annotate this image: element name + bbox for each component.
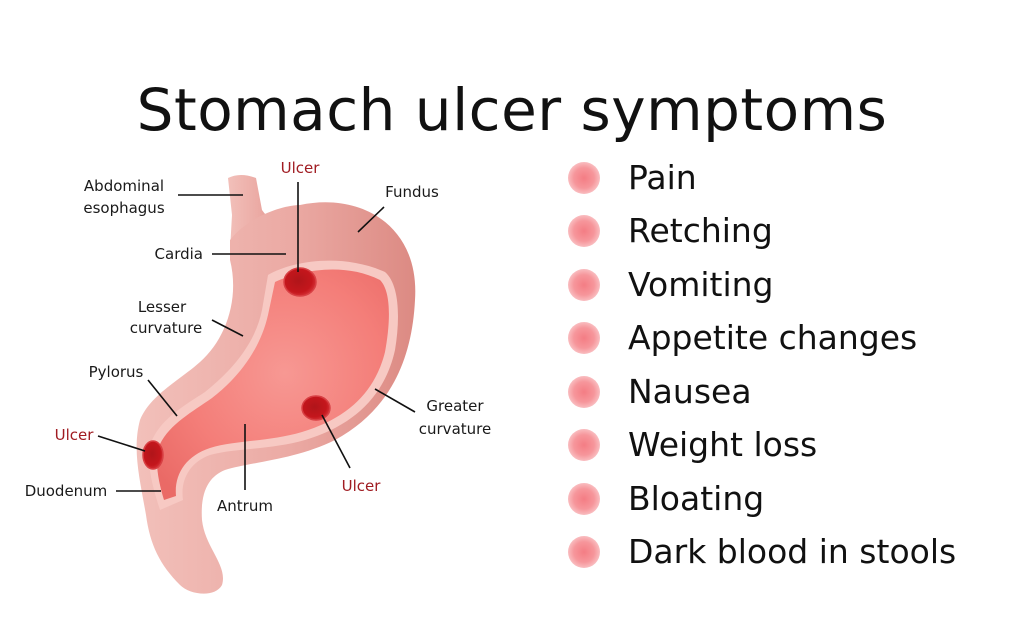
label-pylorus: Pylorus [89, 363, 144, 381]
label-lesser: Lesser [138, 298, 187, 316]
symptom-label: Nausea [628, 371, 752, 411]
leader-pylorus [147, 379, 178, 417]
bullet-dot-icon [568, 482, 600, 515]
list-item: Appetite changes [562, 312, 1022, 366]
list-item: Weight loss [562, 419, 1022, 473]
bullet-dot-icon [568, 322, 600, 355]
leader-lines [97, 182, 416, 492]
label-curvature-greater: curvature [419, 420, 491, 438]
label-cardia: Cardia [155, 245, 203, 263]
bullet-dot-icon [568, 536, 600, 569]
label-ulcer-top: Ulcer [281, 159, 321, 177]
list-item: Bloating [562, 472, 1022, 526]
ulcer-spot-cardia [283, 267, 317, 297]
list-item: Nausea [562, 365, 1022, 419]
symptoms-list: Pain Retching Vomiting Appetite changes … [562, 151, 1022, 579]
symptom-label: Weight loss [628, 425, 818, 465]
symptom-label: Retching [628, 211, 773, 251]
leader-ulcer-left [97, 435, 146, 452]
symptom-label: Bloating [628, 478, 765, 518]
ulcer-spot-greater [301, 395, 331, 421]
label-antrum: Antrum [217, 497, 273, 515]
ulcer-spot-pylorus [142, 440, 164, 470]
list-item: Vomiting [562, 258, 1022, 312]
label-greater: Greater [426, 397, 484, 415]
list-item: Dark blood in stools [562, 526, 1022, 580]
stomach-cavity [157, 269, 389, 500]
leader-ulcer-bottom [321, 414, 351, 469]
bullet-dot-icon [568, 429, 600, 462]
bullet-dot-icon [568, 268, 600, 301]
label-ulcer-left: Ulcer [55, 426, 95, 444]
symptom-label: Dark blood in stools [628, 532, 957, 572]
bullet-dot-icon [568, 215, 600, 248]
leader-lesser-curvature [211, 319, 244, 337]
list-item: Pain [562, 151, 1022, 205]
label-ulcer-bottom: Ulcer [342, 477, 382, 495]
bullet-dot-icon [568, 375, 600, 408]
label-duodenum: Duodenum [25, 482, 108, 500]
list-item: Retching [562, 205, 1022, 259]
symptom-label: Pain [628, 157, 697, 197]
symptom-label: Appetite changes [628, 318, 918, 358]
label-curvature-lesser: curvature [130, 319, 202, 337]
page-title: Stomach ulcer symptoms [136, 75, 888, 144]
label-abdominal: Abdominal [84, 177, 164, 195]
label-fundus: Fundus [385, 183, 439, 201]
bullet-dot-icon [568, 161, 600, 194]
label-esophagus: esophagus [83, 199, 164, 217]
leader-greater-curvature [374, 388, 416, 413]
leader-fundus [357, 206, 385, 233]
symptom-label: Vomiting [628, 264, 774, 304]
